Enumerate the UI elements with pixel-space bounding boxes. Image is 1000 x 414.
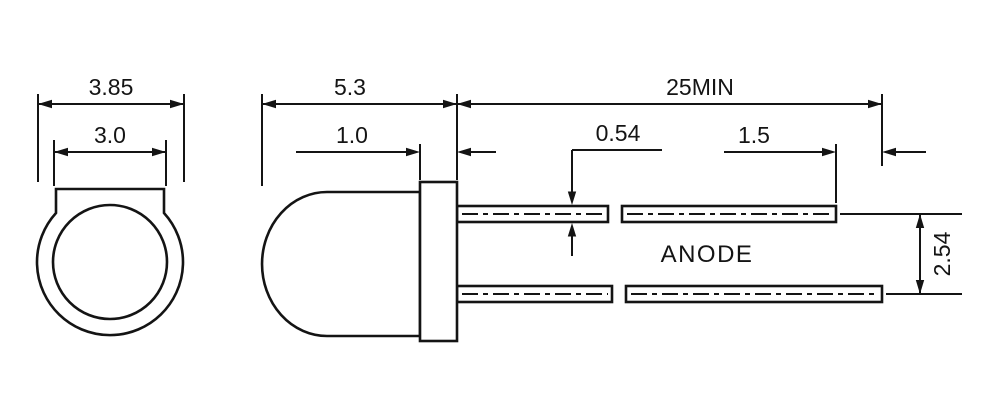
arrow-right-icon <box>443 99 457 109</box>
arrow-left-icon <box>38 99 52 109</box>
led-top-view <box>35 187 185 337</box>
led-side-view <box>260 180 884 343</box>
lead-bottom-segment-2 <box>624 284 884 304</box>
led-dome-body <box>260 190 422 338</box>
arrow-right-icon <box>822 147 836 157</box>
arrow-right-icon <box>406 147 420 157</box>
arrow-right-icon <box>170 99 184 109</box>
dim-lead-end-offset: 1.5 <box>724 122 926 203</box>
arrow-left-icon <box>262 99 276 109</box>
arrow-down-icon <box>567 191 577 205</box>
arrow-left-icon <box>54 147 68 157</box>
dim-body-length: 5.3 <box>261 74 458 186</box>
arrow-right-icon <box>868 99 882 109</box>
dim-lead-pitch: 2.54 <box>840 213 962 295</box>
dim-lead-length: 25MIN <box>457 74 883 166</box>
dim-flange-thickness: 1.0 <box>296 122 496 180</box>
led-flange <box>418 180 459 343</box>
dim-lead-thickness-label: 0.54 <box>596 120 641 146</box>
dim-body-length-label: 5.3 <box>334 74 366 100</box>
arrow-right-icon <box>152 147 166 157</box>
anode-label: ANODE <box>661 241 754 268</box>
arrow-left-icon <box>882 147 896 157</box>
dim-lens-diameter-label: 3.0 <box>94 122 126 148</box>
dim-lead-pitch-label: 2.54 <box>929 231 955 276</box>
dim-outer-diameter-label: 3.85 <box>89 74 134 100</box>
arrow-left-icon <box>457 147 471 157</box>
led-lens-circle <box>51 203 169 321</box>
dim-lead-end-offset-label: 1.5 <box>738 122 770 148</box>
led-top-view-outline <box>35 187 185 337</box>
dim-lens-diameter: 3.0 <box>53 122 167 186</box>
arrow-down-icon <box>915 280 925 294</box>
dim-lead-length-label: 25MIN <box>666 74 734 100</box>
dim-lead-thickness: 0.54 <box>567 120 662 256</box>
arrow-up-icon <box>567 223 577 237</box>
arrow-left-icon <box>457 99 471 109</box>
arrow-up-icon <box>915 214 925 228</box>
dim-outer-diameter: 3.85 <box>37 74 185 182</box>
dim-flange-thickness-label: 1.0 <box>336 122 368 148</box>
